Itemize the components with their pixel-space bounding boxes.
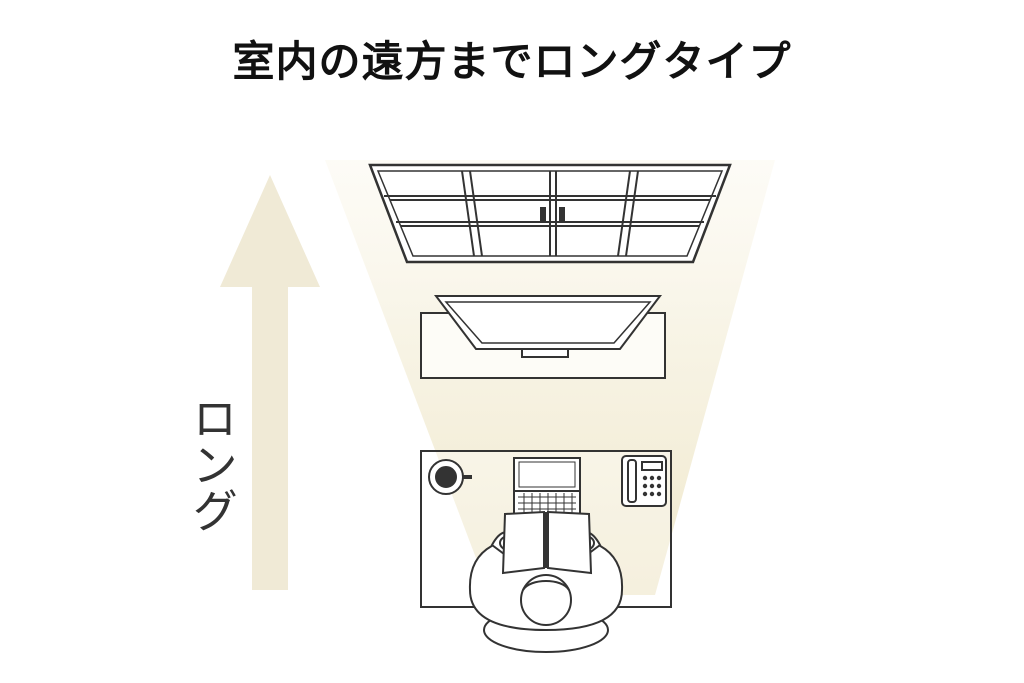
coffee-cup-icon (428, 459, 472, 495)
window-icon (368, 163, 732, 264)
person-reading-icon (468, 510, 624, 653)
page-title: 室内の遠方までロングタイプ (232, 37, 792, 86)
arrow-label: ロング (185, 395, 239, 533)
arrow-up-icon (220, 175, 320, 590)
tv-icon (420, 295, 666, 379)
telephone-icon (621, 455, 667, 507)
